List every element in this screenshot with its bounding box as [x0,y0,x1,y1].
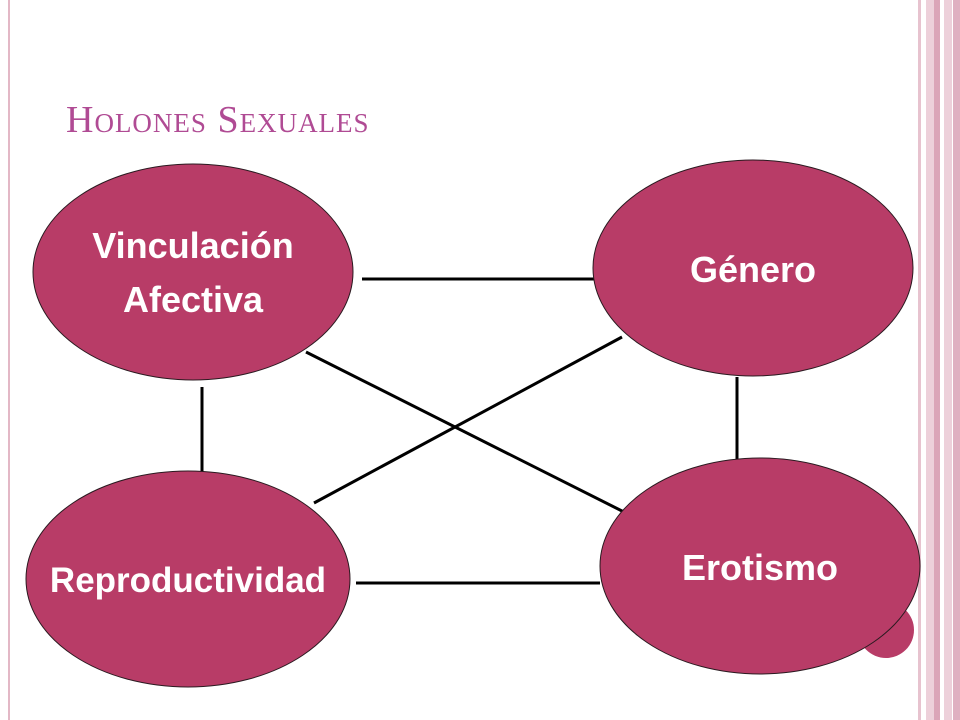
node-label: Reproductividad [50,561,326,600]
node-erotismo: Erotismo [599,457,921,675]
right-decorative-stripe [934,0,940,720]
left-border [8,0,10,720]
right-decorative-stripe [926,0,934,720]
slide-title: Holones Sexuales [66,99,370,141]
right-decorative-stripe [918,0,921,720]
right-decorative-stripe [944,0,952,720]
node-label: Erotismo [682,547,838,588]
node-genero: Género [592,159,914,377]
node-ellipse [25,470,351,688]
node-reproductividad: Reproductividad [25,470,351,688]
connector-vinculacion-erotismo [305,350,627,515]
connector-genero-reproductividad [313,335,623,505]
node-label: Género [690,249,816,290]
node-ellipse [32,163,354,381]
node-ellipse [592,159,914,377]
node-label-line2: Afectiva [123,279,264,320]
node-label-line1: Vinculación [92,225,293,266]
node-vinculacion-afectiva: Vinculación Afectiva [32,163,354,381]
node-ellipse [599,457,921,675]
connectors [200,277,739,585]
right-decorative-stripe [953,0,960,720]
